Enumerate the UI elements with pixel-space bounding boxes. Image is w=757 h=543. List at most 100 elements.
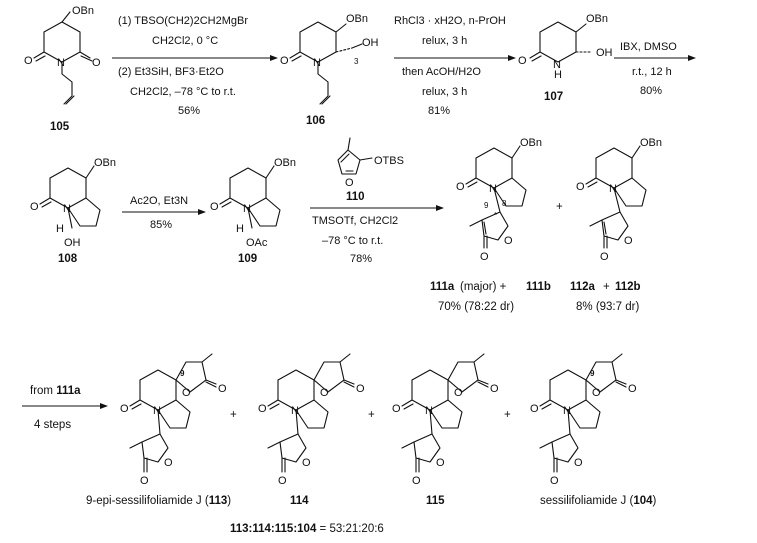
- obn-label: OBn: [72, 5, 94, 17]
- atom-o: O: [576, 181, 585, 193]
- compound-111-structure: O N OBn O O 9 8 *: [456, 137, 542, 263]
- atom-o: O: [258, 403, 267, 415]
- compound-label-111b: 111b: [526, 281, 551, 293]
- atom-h: H: [554, 69, 562, 81]
- atom-o: O: [278, 475, 287, 487]
- atom-o: O: [600, 251, 609, 263]
- atom-o: O: [218, 383, 227, 395]
- compound-label-109: 109: [238, 253, 257, 265]
- atom-o: O: [530, 403, 539, 415]
- atom-o: O: [454, 387, 463, 399]
- atom-n: N: [609, 183, 617, 195]
- plus-sign: +: [603, 281, 610, 293]
- condition-5-line1: TMSOTf, CH2Cl2: [312, 215, 398, 227]
- atom-o: O: [320, 387, 329, 399]
- oh-label: OH: [362, 37, 379, 49]
- compound-108-structure: O N OBn H OH: [30, 157, 116, 249]
- atom-o: O: [628, 383, 637, 395]
- atom-o: O: [356, 383, 365, 395]
- locant-8: 8: [502, 199, 507, 208]
- atom-n: N: [291, 405, 299, 417]
- compound-104-structure: O N O O O O 9: [530, 353, 637, 487]
- plus-sign: +: [230, 409, 237, 421]
- compound-115-structure: O N O O O O: [392, 353, 499, 487]
- atom-o: O: [280, 55, 289, 67]
- compound-107-structure: O N H OBn OH: [518, 13, 613, 81]
- yield-1: 56%: [178, 105, 200, 117]
- condition-5-line2: –78 °C to r.t.: [322, 235, 383, 247]
- compound-label-112b: 112b: [615, 281, 641, 293]
- atom-o: O: [504, 235, 513, 247]
- obn-label: OBn: [346, 13, 368, 25]
- compound-110-structure: O OTBS: [337, 137, 404, 189]
- atom-n: N: [243, 203, 251, 215]
- atom-o: O: [574, 457, 583, 469]
- atom-o: O: [550, 475, 559, 487]
- stereo-star: *: [494, 211, 497, 220]
- atom-n: N: [425, 405, 433, 417]
- compound-label-110: 110: [346, 191, 365, 203]
- condition-2-line2: relux, 3 h: [422, 35, 467, 47]
- compound-label-108: 108: [58, 253, 78, 265]
- atom-o: O: [120, 403, 129, 415]
- obn-label: OBn: [586, 13, 608, 25]
- atom-o: O: [490, 383, 499, 395]
- condition-1-line3: (2) Et3SiH, BF3·Et2O: [118, 66, 224, 78]
- atom-o: O: [164, 457, 173, 469]
- condition-4-line1: Ac2O, Et3N: [130, 195, 188, 207]
- atom-h: H: [56, 223, 64, 235]
- yield-2: 81%: [428, 105, 450, 117]
- isomer-ratio: 113:114:115:104 = 53:21:20:6: [230, 523, 384, 535]
- compound-label-106: 106: [306, 115, 325, 127]
- condition-1-line2: CH2Cl2, 0 °C: [152, 35, 218, 47]
- atom-n: N: [489, 183, 497, 195]
- atom-n: N: [63, 203, 71, 215]
- steps-text: 4 steps: [34, 419, 71, 431]
- oac-label: OAc: [246, 237, 268, 249]
- obn-label: OBn: [640, 137, 662, 149]
- compound-112-structure: O N OBn O O: [576, 137, 662, 263]
- locant-9: 9: [590, 369, 595, 378]
- atom-o: O: [92, 57, 101, 69]
- yield-111: 70% (78:22 dr): [438, 301, 514, 313]
- obn-label: OBn: [274, 157, 296, 169]
- atom-n: N: [153, 405, 161, 417]
- oh-label: OH: [596, 47, 613, 59]
- atom-o: O: [24, 55, 33, 67]
- compound-label-112a: 112a: [570, 281, 596, 293]
- locant-9: 9: [180, 369, 185, 378]
- compound-label-115: 115: [426, 495, 445, 507]
- atom-o: O: [624, 235, 633, 247]
- plus-sign: +: [504, 409, 511, 421]
- atom-o: O: [140, 475, 149, 487]
- atom-o: O: [456, 181, 465, 193]
- condition-3-line2: r.t., 12 h: [632, 66, 672, 78]
- yield-5: 78%: [350, 253, 372, 265]
- compound-label-107: 107: [544, 91, 563, 103]
- chain-subscript: 3: [354, 57, 359, 66]
- yield-3: 80%: [640, 85, 662, 97]
- condition-2-line1: RhCl3 · xH2O, n-PrOH: [394, 15, 506, 27]
- yield-112: 8% (93:7 dr): [576, 301, 639, 313]
- obn-label: OBn: [520, 137, 542, 149]
- condition-2-line4: relux, 3 h: [422, 86, 467, 98]
- compound-label-104: sessilifoliamide J (104): [540, 495, 657, 507]
- major-label: (major) +: [460, 281, 507, 293]
- atom-n: N: [57, 57, 65, 69]
- condition-2-line3: then AcOH/H2O: [402, 66, 481, 78]
- atom-o: O: [518, 55, 527, 67]
- atom-o: O: [345, 177, 354, 189]
- compound-label-111a: 111a: [430, 281, 455, 293]
- atom-h: H: [236, 223, 244, 235]
- otbs-label: OTBS: [374, 155, 404, 167]
- locant-9: 9: [484, 201, 489, 210]
- atom-o: O: [182, 387, 191, 399]
- compound-105-structure: O O N OBn: [24, 5, 101, 105]
- compound-label-113: 9-epi-sessilifoliamide J (113): [86, 495, 231, 507]
- atom-o: O: [436, 457, 445, 469]
- yield-4: 85%: [150, 219, 172, 231]
- atom-n: N: [563, 405, 571, 417]
- plus-sign: +: [556, 201, 563, 213]
- atom-o: O: [302, 457, 311, 469]
